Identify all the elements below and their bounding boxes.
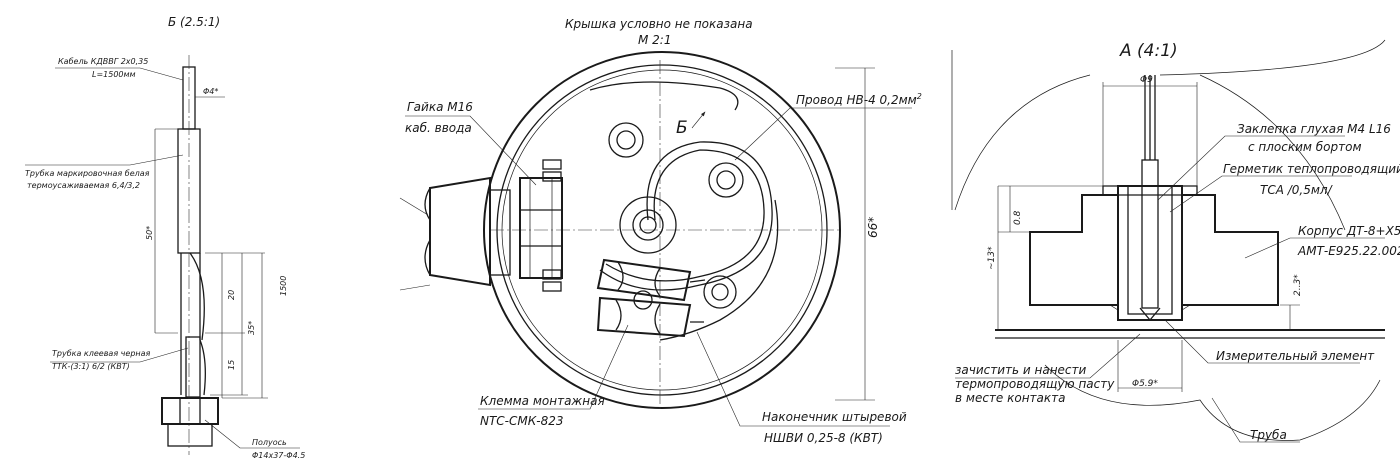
nut-label-line2: каб. ввода	[405, 121, 472, 135]
view-b-marker: Б	[676, 118, 688, 138]
clean-label-line3: в месте контакта	[955, 391, 1065, 405]
element-label: Измерительный элемент	[1216, 349, 1375, 363]
tube-glue-label-line1: Трубка клеевая черная	[52, 349, 151, 358]
sensor-body-drawing	[1029, 75, 1279, 322]
tube-marking-label-line1: Трубка маркировочная белая	[25, 169, 150, 178]
housing-drawing	[399, 51, 841, 410]
rivet-label-line2: с плоским бортом	[1248, 140, 1362, 154]
dim-08: 0.8	[1013, 210, 1023, 225]
terminal-block	[596, 258, 706, 338]
dim-23: 2..3*	[1293, 274, 1303, 296]
body-label-line2: АМТ-Е925.22.002	[1297, 244, 1400, 258]
tube-glue-label-line2: ТТК-(3:1) 6/2 (КВТ)	[52, 362, 130, 371]
main-title-line2: М 2:1	[638, 33, 671, 47]
view-b-title: Б (2.5:1)	[168, 15, 220, 29]
dim-d4: Φ4*	[203, 87, 218, 96]
lug-label-line1: Наконечник штыревой	[762, 410, 907, 424]
sealant-label-line2: ТСА /0,5мл/	[1260, 183, 1334, 197]
sealant-label-line1: Герметик теплопроводящий	[1223, 162, 1400, 176]
pin-label-line2: Φ14х37-Φ4.5	[252, 451, 305, 460]
dim-d9: Φ9	[1140, 75, 1153, 85]
view-b-section: Б (2.5:1) Кабель КДВВГ 2х0,35 L=1500мм Φ…	[25, 15, 305, 460]
cable-label-line2: L=1500мм	[92, 70, 136, 79]
main-title-line1: Крышка условно не показана	[565, 17, 753, 31]
wire-label-text: Провод НВ-4 0,2мм	[796, 93, 917, 107]
main-view-section: Крышка условно не показана М 2:1	[399, 17, 922, 445]
dim-20: 20	[227, 290, 236, 300]
cable-drawing	[161, 55, 219, 455]
terminal-label-line2: NTC-СМК-823	[480, 414, 564, 428]
dim-1500: 1500	[279, 276, 288, 296]
dim-d59: Φ5.9*	[1132, 379, 1158, 389]
terminal-label-line1: Клемма монтажная	[480, 394, 605, 408]
rivet-label-line1: Заклепка глухая М4 L16	[1237, 122, 1391, 136]
wire-label: Провод НВ-4 0,2мм2	[796, 92, 922, 107]
dim-15: 15	[227, 360, 236, 370]
nut-label-line1: Гайка М16	[407, 100, 473, 114]
dim-66: 66*	[866, 217, 880, 238]
clean-label-line2: термопроводящую пасту	[955, 377, 1115, 391]
pipe-label: Труба	[1250, 428, 1287, 442]
clean-label-line1: зачистить и нанести	[955, 363, 1087, 377]
view-a-section: А (4:1) Φ9 0.8 ~13* 2..3*	[951, 39, 1400, 443]
cable-label-line1: Кабель КДВВГ 2х0,35	[58, 57, 148, 66]
dim-35: 35*	[247, 321, 256, 335]
view-a-title: А (4:1)	[1119, 41, 1178, 61]
tube-marking-label-line2: термоусаживаемая 6,4/3,2	[27, 181, 140, 190]
pin-label-line1: Полуось	[252, 438, 287, 447]
wire-label-sup: 2	[917, 92, 922, 101]
body-label-line1: Корпус ДТ-8+Х5	[1298, 224, 1400, 238]
dim-50: 50*	[145, 226, 154, 240]
dim-13: ~13*	[987, 246, 997, 270]
lug-label-line2: НШВИ 0,25-8 (КВТ)	[764, 431, 883, 445]
